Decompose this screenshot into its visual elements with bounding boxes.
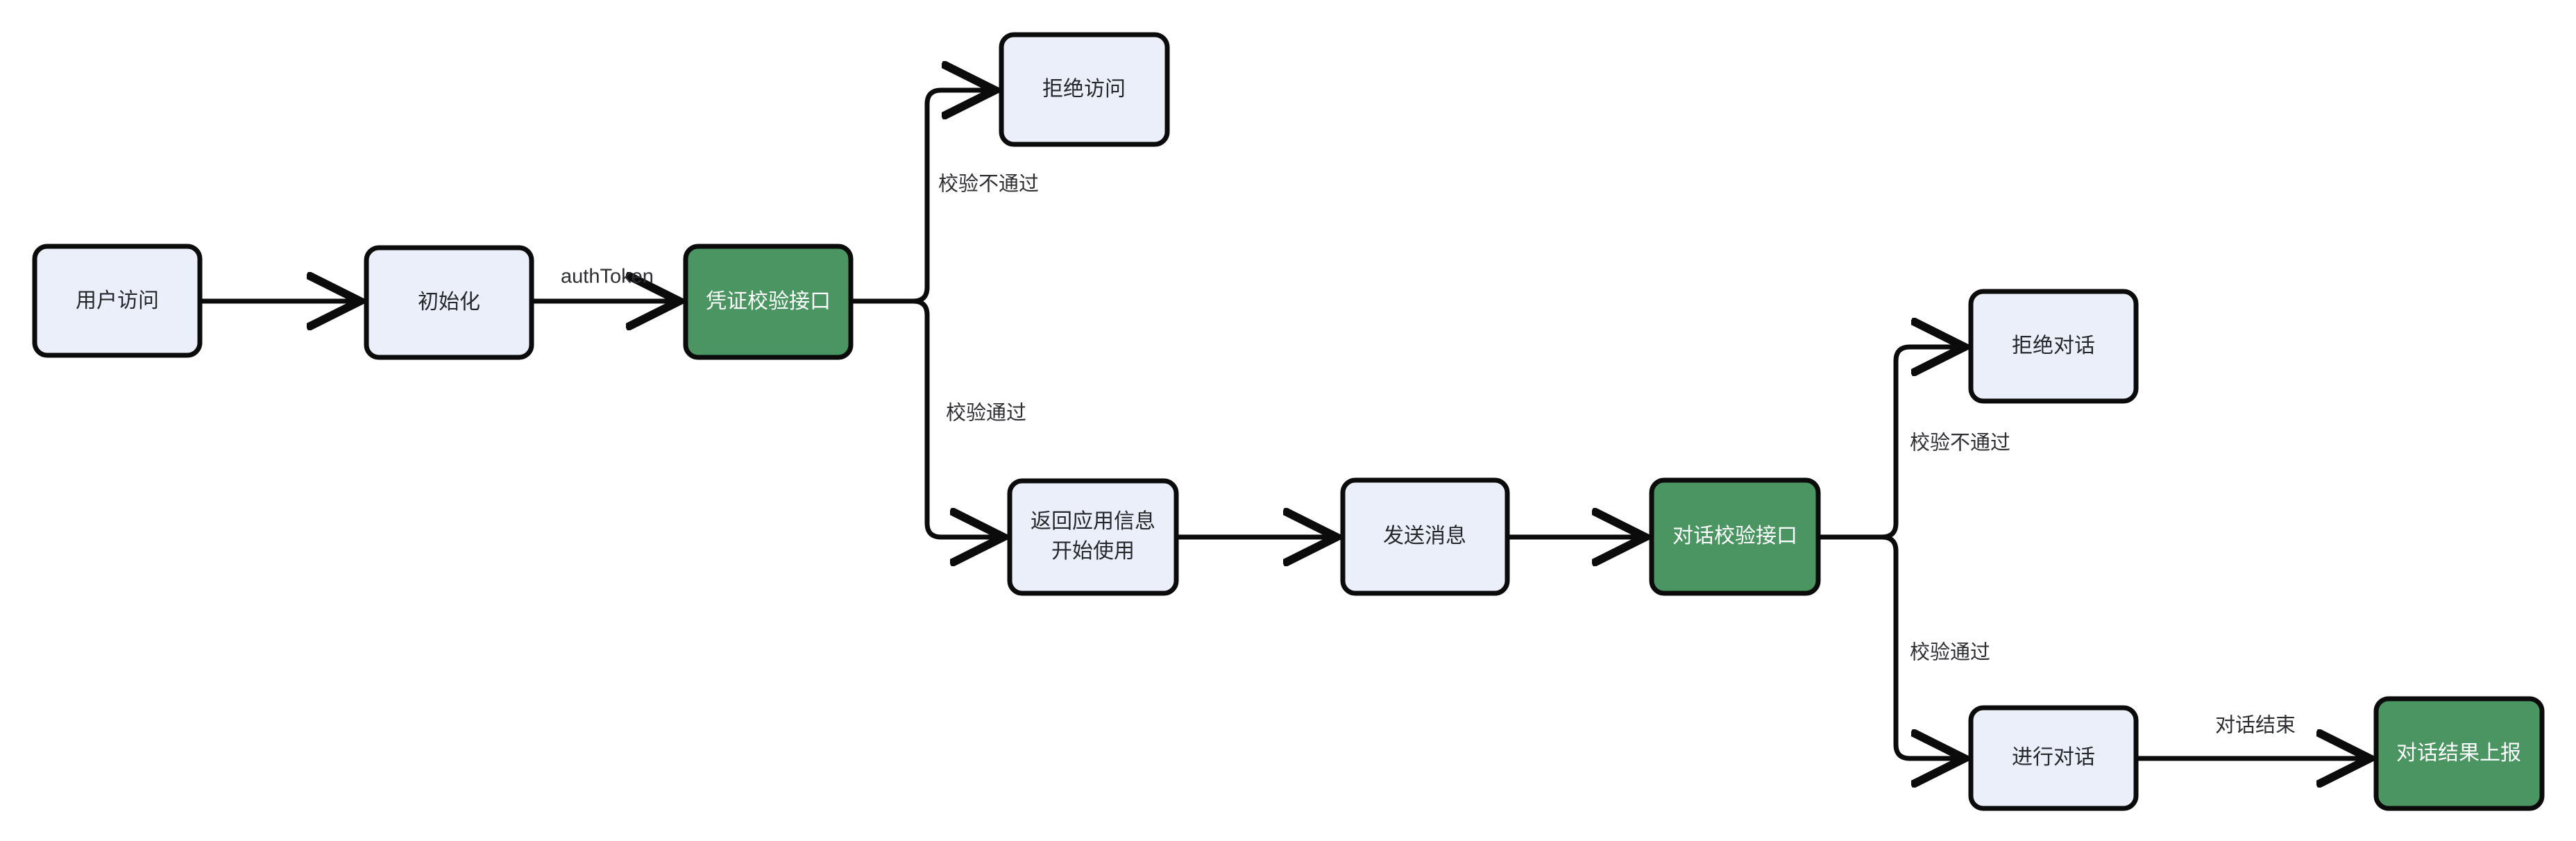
node-return-app-info-shape[interactable] (1007, 478, 1179, 596)
node-dialog-verify[interactable]: 对话校验接口 (1649, 477, 1821, 596)
node-send-message-shape[interactable] (1340, 477, 1510, 596)
nodes-layer: 用户访问 初始化 凭证校验接口 拒绝访问 返回应用信息 开始使用 (32, 32, 2545, 811)
edge-labels-layer: authToken 校验不通过 校验通过 校验不通过 校验通过 对话结束 (561, 173, 2296, 737)
edge-label-dialog-pass: 校验通过 (1910, 641, 1990, 664)
edge-label-dialog-end: 对话结束 (2215, 714, 2296, 737)
edge-label-auth-token: authToken (561, 266, 654, 288)
node-do-dialog-label: 进行对话 (2012, 746, 2095, 769)
edge-credential-verify-to-return-app-info (913, 298, 999, 537)
node-dialog-verify-shape[interactable] (1649, 477, 1821, 596)
node-deny-dialog-shape[interactable] (1968, 289, 2139, 404)
node-return-app-info-label-line1: 返回应用信息 (1031, 510, 1155, 533)
node-user-access-shape[interactable] (32, 244, 203, 358)
node-dialog-verify-label: 对话校验接口 (1672, 525, 1797, 547)
node-credential-verify-label: 凭证校验接口 (706, 290, 831, 313)
node-init-label: 初始化 (418, 291, 480, 314)
node-user-access-label: 用户访问 (76, 289, 159, 312)
node-deny-access-label: 拒绝访问 (1042, 78, 1126, 101)
node-credential-verify[interactable]: 凭证校验接口 (683, 244, 854, 360)
node-deny-access-shape[interactable] (999, 32, 1170, 147)
edge-dialog-verify-to-deny-dialog (1881, 347, 1960, 540)
node-user-access[interactable]: 用户访问 (32, 244, 203, 358)
node-return-app-info[interactable]: 返回应用信息 开始使用 (1007, 478, 1179, 596)
node-report-result[interactable]: 对话结果上报 (2373, 696, 2545, 811)
node-do-dialog-shape[interactable] (1968, 705, 2139, 811)
node-return-app-info-label-line2: 开始使用 (1051, 540, 1135, 563)
node-init[interactable]: 初始化 (364, 245, 534, 360)
node-do-dialog[interactable]: 进行对话 (1968, 705, 2139, 811)
node-send-message-label: 发送消息 (1383, 525, 1466, 547)
node-init-shape[interactable] (364, 245, 534, 360)
edge-dialog-verify-to-do-dialog (1881, 534, 1960, 758)
node-report-result-label: 对话结果上报 (2396, 742, 2521, 765)
edge-label-credential-fail: 校验不通过 (938, 173, 1039, 196)
node-report-result-shape[interactable] (2373, 696, 2545, 811)
edges-layer (201, 90, 2365, 758)
node-deny-dialog-label: 拒绝对话 (2012, 334, 2095, 357)
edge-label-credential-pass: 校验通过 (946, 402, 1026, 425)
node-send-message[interactable]: 发送消息 (1340, 477, 1510, 596)
edge-label-dialog-fail: 校验不通过 (1910, 432, 2010, 455)
node-credential-verify-shape[interactable] (683, 244, 854, 360)
node-deny-access[interactable]: 拒绝访问 (999, 32, 1170, 147)
edge-credential-verify-to-deny-access (913, 90, 990, 304)
node-deny-dialog[interactable]: 拒绝对话 (1968, 289, 2139, 404)
